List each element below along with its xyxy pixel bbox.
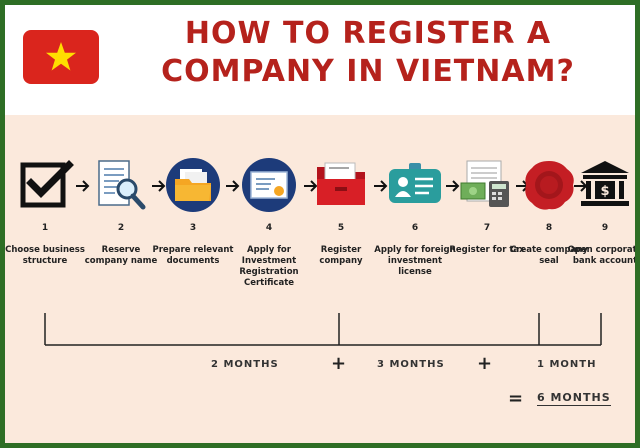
folder-documents-icon — [163, 155, 223, 215]
step-label: Register for tax — [449, 245, 525, 255]
step-4: 4 Apply for Investment Registration Cert… — [239, 155, 299, 288]
step-label: Apply for foreign investment license — [374, 245, 456, 277]
step-7: 7 Register for tax — [449, 155, 525, 255]
step-label: Choose business structure — [5, 245, 85, 266]
step-8: 8 Create company seal — [510, 155, 588, 266]
duration-segment-2: 3 MONTHS — [377, 359, 445, 370]
duration-segment-3: 1 MONTH — [537, 359, 597, 370]
bank-icon: $ — [575, 155, 635, 215]
header: HOW TO REGISTER A COMPANY IN VIETNAM? — [5, 5, 635, 115]
vietnam-flag-icon — [23, 30, 99, 84]
step-9: $ 9 Open corporate bank account — [568, 155, 635, 266]
tax-calculator-icon — [457, 155, 517, 215]
step-label: Create company seal — [510, 245, 588, 266]
step-6: 6 Apply for foreign investment license — [374, 155, 456, 277]
page-title: HOW TO REGISTER A COMPANY IN VIETNAM? — [113, 15, 623, 91]
timeline-bracket — [44, 313, 602, 346]
total-duration: 6 MONTHS — [537, 391, 611, 406]
checkbox-icon — [15, 155, 75, 215]
step-number: 5 — [337, 223, 345, 233]
id-badge-icon — [385, 155, 445, 215]
timeline: 2 MONTHS + 3 MONTHS + 1 MONTH = 6 MONTHS — [5, 305, 635, 409]
arrow-right-icon — [303, 178, 319, 192]
arrow-right-icon — [373, 178, 389, 192]
document-search-icon — [91, 155, 151, 215]
step-number: 4 — [265, 223, 273, 233]
arrow-right-icon — [151, 178, 167, 192]
step-number: 6 — [411, 223, 419, 233]
step-label: Prepare relevant documents — [152, 245, 234, 266]
step-label: Open corporate bank account — [567, 245, 640, 266]
title-line-2: COMPANY IN VIETNAM? — [161, 54, 575, 89]
arrow-right-icon — [75, 178, 91, 192]
step-5: 5 Register company — [311, 155, 371, 266]
step-label: Reserve company name — [84, 245, 158, 266]
step-number: 3 — [189, 223, 197, 233]
plus-sign: + — [477, 353, 493, 374]
step-number: 7 — [483, 223, 491, 233]
step-label: Register company — [319, 245, 363, 266]
wax-seal-icon — [519, 155, 579, 215]
certificate-icon — [239, 155, 299, 215]
step-number: 1 — [41, 223, 49, 233]
step-2: 2 Reserve company name — [85, 155, 157, 266]
svg-text:$: $ — [600, 184, 609, 199]
step-label: Apply for Investment Registration Certif… — [239, 245, 299, 288]
step-1: 1 Choose business structure — [5, 155, 85, 266]
red-folder-icon — [311, 155, 371, 215]
title-line-1: HOW TO REGISTER A — [184, 16, 552, 51]
step-number: 8 — [545, 223, 553, 233]
plus-sign: + — [331, 353, 347, 374]
step-3: 3 Prepare relevant documents — [153, 155, 233, 266]
arrow-right-icon — [225, 178, 241, 192]
step-number: 2 — [117, 223, 125, 233]
arrow-right-icon — [445, 178, 461, 192]
step-number: 9 — [601, 223, 609, 233]
duration-segment-1: 2 MONTHS — [211, 359, 279, 370]
equals-sign: = — [508, 388, 524, 409]
